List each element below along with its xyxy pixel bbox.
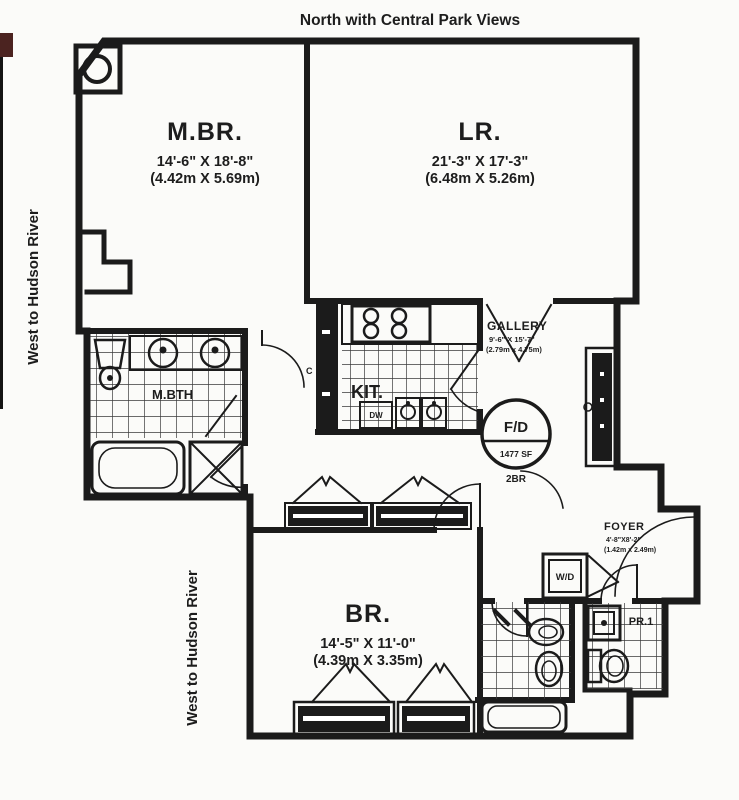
washer-dryer-closet	[541, 552, 589, 600]
bedroom-bathroom	[480, 600, 571, 734]
room-label: LR.	[458, 118, 501, 146]
dishwasher	[359, 401, 393, 429]
powder-room-label: PR.1	[629, 616, 653, 628]
scan-edge-line	[0, 57, 3, 409]
room-label: GALLERY	[487, 319, 547, 333]
toilet	[534, 650, 564, 688]
interior-walls	[84, 38, 668, 739]
kitchen-closet-bar	[316, 303, 338, 430]
room-dims-m: (2.79m x 4.75m)	[486, 345, 542, 354]
hall-door-arc	[520, 470, 564, 509]
room-label: M.BR.	[167, 118, 243, 146]
room-dims-ft: 9'-6" X 15'-7"	[489, 335, 535, 344]
shower-door	[204, 394, 238, 438]
kitchen	[341, 303, 482, 429]
compass-west-lower-label: West to Hudson River	[184, 570, 201, 726]
dishwasher-label: DW	[369, 411, 383, 420]
room-dims-ft: 21'-3" X 17'-3"	[432, 154, 528, 170]
gallery-french-doors	[485, 303, 553, 363]
shower	[188, 440, 244, 496]
bifold-door	[404, 662, 474, 704]
room-dims-m: (1.42m x 2.49m)	[604, 547, 656, 554]
sink	[527, 617, 565, 647]
bath-door-arc	[209, 475, 246, 489]
bifold-door	[291, 475, 363, 505]
room-dims-ft: 4'-8"X8'-2"	[606, 537, 641, 544]
outer-wall	[75, 37, 701, 740]
room-dims-m: (4.39m X 3.35m)	[313, 653, 423, 669]
stove	[350, 304, 432, 344]
double-sink	[395, 397, 447, 429]
bifold-door	[379, 475, 461, 505]
room-dims-ft: 14'-6" X 18'-8"	[157, 154, 253, 170]
kitchen-door-leaf	[449, 346, 482, 391]
door-arc	[600, 564, 638, 602]
bedroom-labels: BR. 14'-5" X 11'-0" (4.39m X 3.35m)	[313, 600, 423, 669]
bathtub	[90, 440, 186, 496]
gallery-labels: GALLERY 9'-6" X 15'-7" (2.79m x 4.75m)	[486, 319, 547, 354]
bedroom-windows	[292, 662, 476, 738]
vanity-sinks	[129, 335, 243, 371]
toilet	[93, 338, 127, 391]
kitchen-label: KIT.	[351, 382, 383, 402]
closet-door	[587, 554, 620, 598]
bedroom-door-arc	[433, 483, 481, 531]
compass-west-upper-label: West to Hudson River	[25, 209, 42, 365]
compass-north-label: North with Central Park Views	[300, 12, 520, 29]
closet-label: C	[306, 366, 313, 376]
master-bathroom	[90, 334, 247, 496]
unit-stamp	[480, 398, 552, 470]
mbr-door-arc	[261, 344, 305, 388]
bathtub	[480, 700, 568, 734]
unit-stamp-labels: F/D 1477 SF 2BR	[500, 419, 532, 485]
corner-column	[73, 43, 123, 95]
tile-floor	[342, 345, 478, 429]
sink	[586, 604, 622, 642]
foyer-labels: FOYER 4'-8"X8'-2" (1.42m x 2.49m)	[604, 521, 656, 554]
room-label: BR.	[345, 600, 391, 628]
foyer	[541, 516, 695, 600]
counter	[341, 303, 479, 345]
bedroom-closets	[284, 475, 472, 530]
gallery-closet	[583, 346, 619, 468]
washer-dryer-label: W/D	[556, 572, 575, 583]
scan-corner-square	[0, 33, 13, 57]
stepped-wall	[76, 229, 133, 295]
bath-door-arc	[491, 600, 528, 637]
unit-type-label: 2BR	[506, 474, 527, 485]
room-dims-m: (6.48m X 5.26m)	[425, 171, 535, 187]
room-label: FOYER	[604, 521, 644, 533]
stamp-label: F/D	[504, 419, 528, 436]
toilet	[586, 648, 630, 684]
living-room-labels: LR. 21'-3" X 17'-3" (6.48m X 5.26m)	[425, 118, 535, 187]
bath-door-leaf	[209, 441, 247, 479]
powder-room	[586, 564, 663, 689]
bifold-door	[310, 662, 392, 704]
kitchen-door-arc	[449, 387, 481, 413]
room-dims-m: (4.42m X 5.69m)	[150, 171, 260, 187]
area-label: 1477 SF	[500, 449, 532, 459]
master-bath-label: M.BTH	[152, 387, 193, 402]
master-bedroom-labels: M.BR. 14'-6" X 18'-8" (4.42m X 5.69m)	[150, 118, 260, 187]
room-dims-ft: 14'-5" X 11'-0"	[320, 636, 416, 652]
